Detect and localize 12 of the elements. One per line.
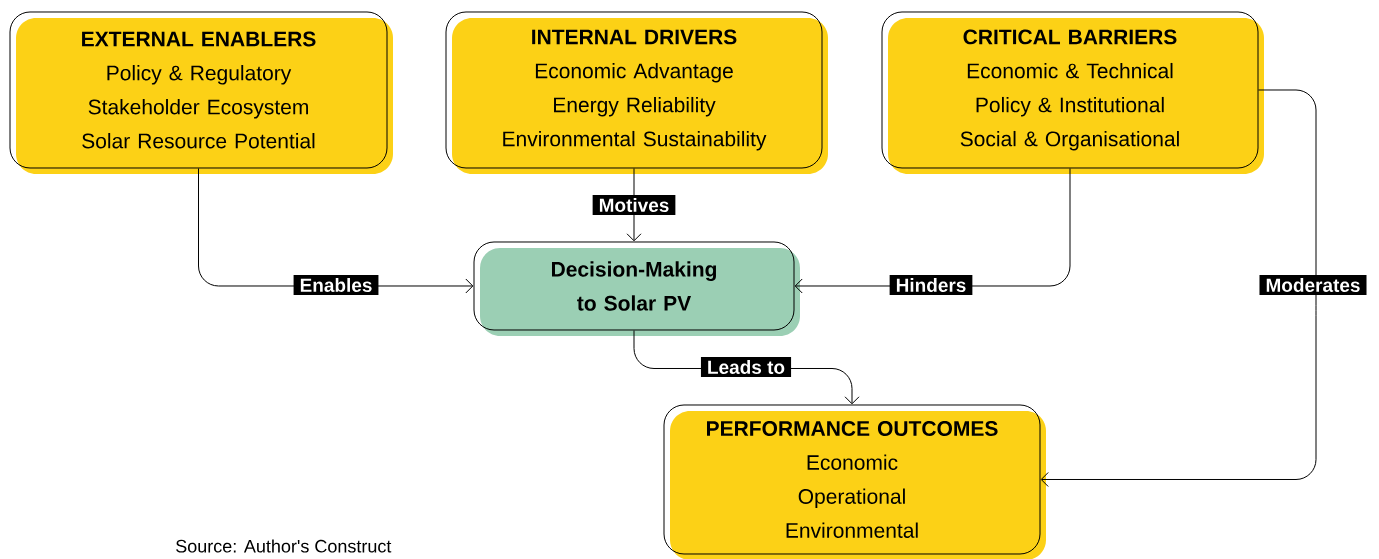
decision-box: Decision-Making to Solar PV: [473, 241, 800, 336]
source-note: Source: Author's Construct: [176, 539, 392, 553]
category-box: EXTERNAL ENABLERS Policy & Regulatory Stakeholder Ecosystem Solar Resource Potential: [9, 11, 393, 174]
arrow: [1040, 89, 1317, 487]
edge-label: Moderates: [1259, 275, 1367, 295]
category-box: CRITICAL BARRIERS Economic & Technical Policy & Institutional Social & Organisational: [881, 11, 1264, 174]
edge-label: Hinders: [889, 275, 973, 295]
edge-label: Leads to: [700, 357, 792, 377]
edge-label: Enables: [293, 275, 379, 295]
edge-label: Motives: [592, 195, 676, 215]
outcome-box: PERFORMANCE OUTCOMES Economic Operational Environmental: [663, 404, 1046, 559]
category-box: INTERNAL DRIVERS Economic Advantage Energy Reliability Environmental Sustainability: [445, 11, 828, 174]
